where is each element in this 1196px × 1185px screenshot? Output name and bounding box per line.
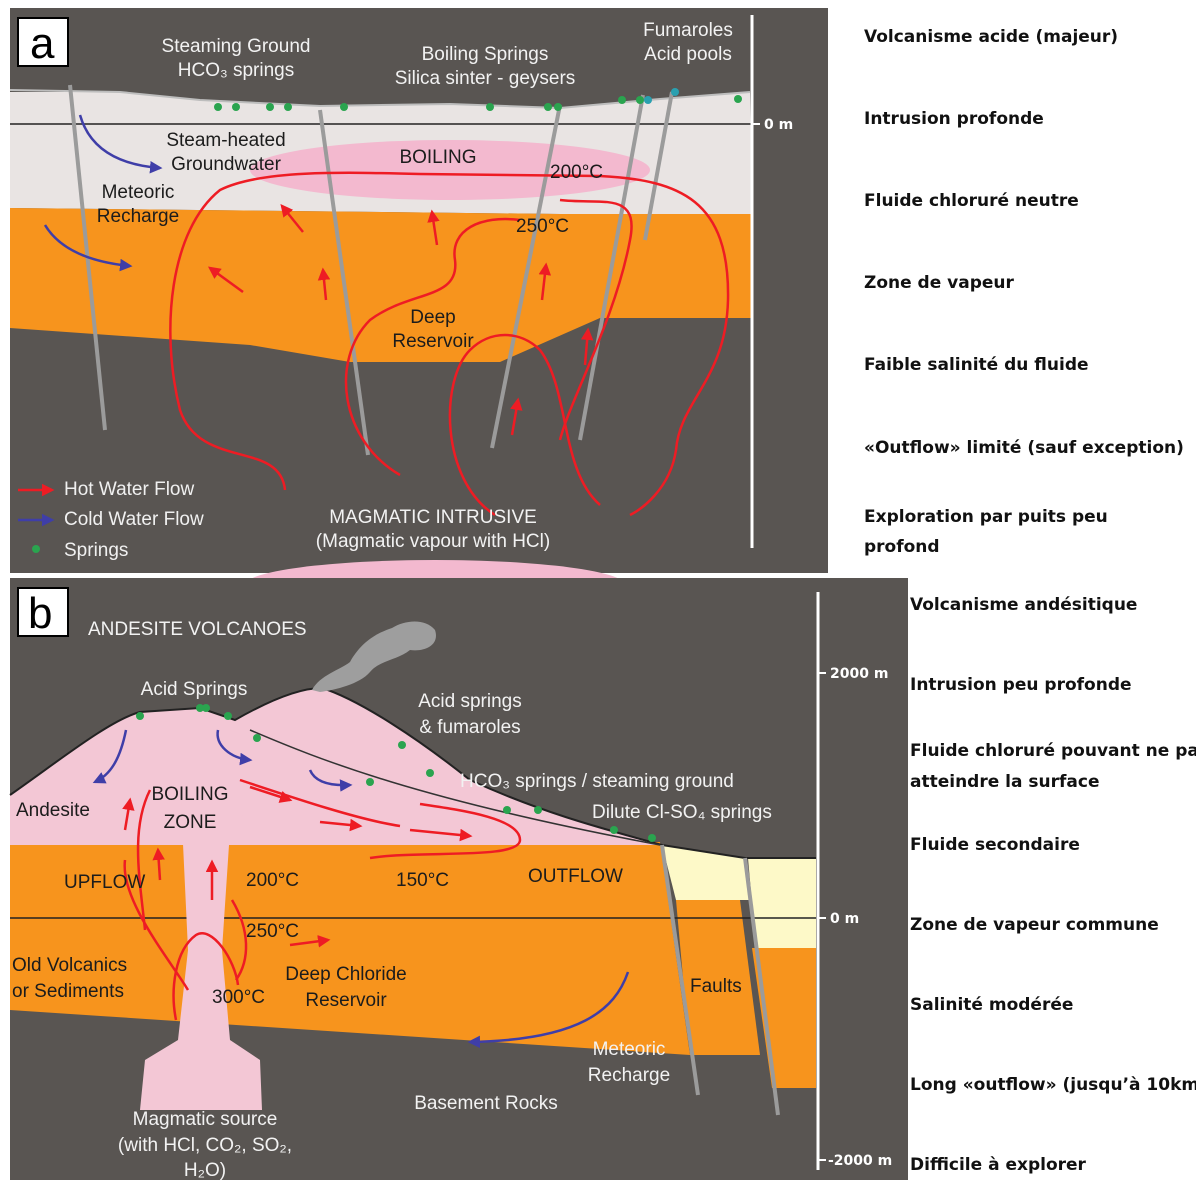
legend-cold-label: Cold Water Flow xyxy=(64,509,204,530)
label-300c: 300°C xyxy=(212,987,265,1008)
label-steaming-ground: Steaming Ground xyxy=(162,36,311,57)
label-acid-springs: Acid Springs xyxy=(141,679,248,700)
panel-b-notes: Volcanisme andésitique Intrusion peu pro… xyxy=(910,595,1196,1175)
label-hco3-steaming: HCO₃ springs / steaming ground xyxy=(460,771,734,792)
note-a-2: Intrusion profonde xyxy=(864,109,1044,129)
scale-2000-b: 2000 m xyxy=(830,666,888,682)
label-magmatic-vapour: (Magmatic vapour with HCl) xyxy=(316,531,550,552)
panel-a-letter: a xyxy=(30,19,55,68)
label-gases: (with HCl, CO₂, SO₂, xyxy=(118,1135,292,1156)
note-b-7: Salinité modérée xyxy=(910,995,1073,1015)
note-b-4: atteindre la surface xyxy=(910,772,1099,792)
label-recharge-a: Recharge xyxy=(97,206,179,227)
label-h2o: H₂O) xyxy=(184,1160,226,1181)
label-basement-rocks: Basement Rocks xyxy=(414,1093,558,1114)
label-reservoir-a: Reservoir xyxy=(392,331,474,352)
label-magmatic-source: Magmatic source xyxy=(133,1109,278,1130)
scale-zero-a: 0 m xyxy=(764,117,793,133)
panel-a-notes: Volcanisme acide (majeur) Intrusion prof… xyxy=(864,27,1184,557)
label-upflow: UPFLOW xyxy=(64,872,145,893)
label-faults: Faults xyxy=(690,976,742,997)
label-outflow: OUTFLOW xyxy=(528,866,623,887)
label-hco3-springs-a: HCO₃ springs xyxy=(178,60,295,81)
label-250c-b: 250°C xyxy=(246,921,299,942)
label-fumaroles: Fumaroles xyxy=(643,20,733,41)
note-b-5: Fluide secondaire xyxy=(910,835,1080,855)
note-b-6: Zone de vapeur commune xyxy=(910,915,1159,935)
note-b-8: Long «outflow» (jusqu’à 10km) xyxy=(910,1075,1196,1095)
label-or-sediments: or Sediments xyxy=(12,981,124,1002)
label-meteoric-a: Meteoric xyxy=(102,182,175,203)
note-b-1: Volcanisme andésitique xyxy=(910,595,1137,615)
label-150c-b: 150°C xyxy=(396,870,449,891)
note-a-4: Zone de vapeur xyxy=(864,273,1015,293)
label-acid-springs-fumaroles-1: Acid springs xyxy=(418,691,522,712)
label-acid-pools: Acid pools xyxy=(644,44,732,65)
scale-zero-b: 0 m xyxy=(830,911,859,927)
panel-b-letter: b xyxy=(28,589,52,638)
label-recharge-b: Recharge xyxy=(588,1065,670,1086)
scale-minus2000-b: -2000 m xyxy=(828,1153,892,1169)
label-boiling-springs: Boiling Springs xyxy=(422,44,549,65)
label-steam-heated: Steam-heated xyxy=(166,130,285,151)
label-andesite-volcanoes: ANDESITE VOLCANOES xyxy=(88,619,307,640)
note-a-1: Volcanisme acide (majeur) xyxy=(864,27,1118,47)
label-deep-chloride: Deep Chloride xyxy=(285,964,406,985)
label-deep: Deep xyxy=(410,307,455,328)
label-250c-a: 250°C xyxy=(516,216,569,237)
panel-a: 0 m a Steaming Ground HCO₃ springs Boili… xyxy=(10,8,828,610)
note-a-5: Faible salinité du fluide xyxy=(864,355,1089,375)
label-200c-b: 200°C xyxy=(246,870,299,891)
label-meteoric-b: Meteoric xyxy=(593,1039,666,1060)
legend-hot-label: Hot Water Flow xyxy=(64,479,194,500)
label-old-volcanics: Old Volcanics xyxy=(12,955,127,976)
legend-springs-label: Springs xyxy=(64,540,128,561)
note-b-3: Fluide chloruré pouvant ne pas xyxy=(910,741,1196,761)
label-magmatic-intrusive: MAGMATIC INTRUSIVE xyxy=(329,507,537,528)
label-groundwater: Groundwater xyxy=(171,154,282,175)
label-zone-b: ZONE xyxy=(164,812,217,833)
note-a-7: Exploration par puits peu xyxy=(864,507,1108,527)
fault-block-yellow-2 xyxy=(748,858,816,948)
note-b-9: Difficile à explorer xyxy=(910,1155,1087,1175)
label-silica-sinter: Silica sinter - geysers xyxy=(395,68,576,89)
label-reservoir-b: Reservoir xyxy=(305,990,387,1011)
label-andesite: Andesite xyxy=(16,800,90,821)
label-boiling-a: BOILING xyxy=(399,147,476,168)
note-a-6: «Outflow» limité (sauf exception) xyxy=(864,438,1184,458)
panel-b: 2000 m 0 m -2000 m b ANDESITE VOLCANOES … xyxy=(10,578,908,1181)
note-a-3: Fluide chloruré neutre xyxy=(864,191,1079,211)
label-acid-springs-fumaroles-2: & fumaroles xyxy=(419,717,520,738)
note-a-8: profond xyxy=(864,537,940,557)
label-dilute-springs: Dilute Cl-SO₄ springs xyxy=(592,802,772,823)
legend-spring-swatch xyxy=(32,545,40,553)
label-200c-a: 200°C xyxy=(550,162,603,183)
note-b-2: Intrusion peu profonde xyxy=(910,675,1132,695)
label-boiling-b: BOILING xyxy=(151,784,228,805)
